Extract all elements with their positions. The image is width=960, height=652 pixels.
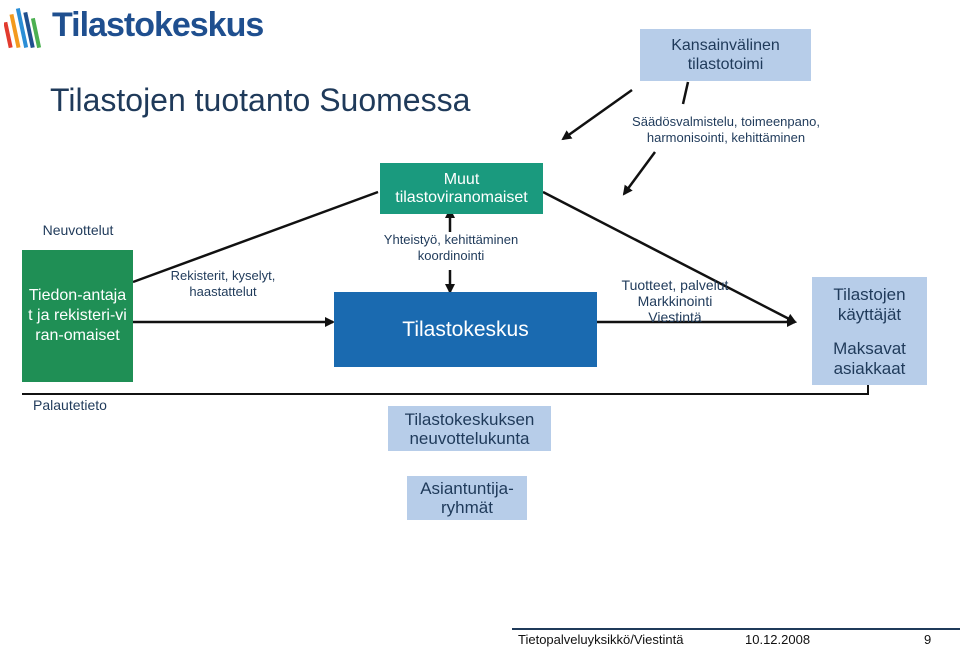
footer-unit: Tietopalveluyksikkö/Viestintä — [518, 632, 684, 647]
box-users-label: Tilastojen käyttäjät — [833, 284, 906, 324]
box-paying-customers-label: Maksavat asiakkaat — [833, 338, 906, 378]
logo-text: Tilastokeskus — [52, 6, 264, 44]
line-feedback — [22, 385, 869, 395]
box-statistics-finland: Tilastokeskus — [334, 292, 597, 367]
box-data-providers: Tiedon-antajat ja rekisteri-viran-omaise… — [22, 250, 133, 382]
box-data-providers-label: Tiedon-antajat ja rekisteri-viran-omaise… — [28, 287, 127, 344]
footer-page-number: 9 — [924, 632, 932, 647]
arrow-intl-down — [622, 151, 657, 196]
line-intl-stub — [681, 81, 690, 105]
label-negotiations: Neuvottelut — [42, 222, 114, 238]
arrow-intl-left — [561, 88, 633, 141]
box-expert-groups: Asiantuntija-ryhmät — [407, 476, 527, 520]
box-other-authorities: Muut tilastoviranomaiset — [380, 163, 543, 214]
logo — [4, 4, 48, 54]
arrow-other-to-users — [542, 190, 797, 324]
label-collection: Rekisterit, kyselyt, haastattelut — [170, 268, 276, 299]
box-other-authorities-label: Muut tilastoviranomaiset — [395, 170, 528, 206]
box-users: Tilastojen käyttäjät — [812, 277, 927, 332]
label-cooperation: Yhteistyö, kehittäminen koordinointi — [383, 232, 519, 263]
line-providers-to-other — [132, 190, 379, 284]
page-title: Tilastojen tuotanto Suomessa — [50, 82, 471, 118]
footer-rule — [512, 628, 960, 630]
box-expert-groups-label: Asiantuntija-ryhmät — [420, 479, 514, 517]
box-advisory-board: Tilastokeskuksen neuvottelukunta — [388, 406, 551, 451]
box-advisory-board-label: Tilastokeskuksen neuvottelukunta — [404, 409, 535, 448]
label-regulation: Säädösvalmistelu, toimeenpano, harmoniso… — [632, 114, 820, 145]
logo-mark-icon — [4, 8, 42, 49]
label-feedback: Palautetieto — [33, 397, 107, 413]
box-statistics-finland-label: Tilastokeskus — [402, 317, 529, 341]
box-paying-customers: Maksavat asiakkaat — [812, 332, 927, 385]
box-international: Kansainvälinen tilastotoimi — [640, 29, 811, 81]
footer-date: 10.12.2008 — [745, 632, 811, 647]
box-international-label: Kansainvälinen tilastotoimi — [671, 37, 780, 73]
label-products: Tuotteet, palvelut Markkinointi Viestint… — [621, 277, 729, 325]
